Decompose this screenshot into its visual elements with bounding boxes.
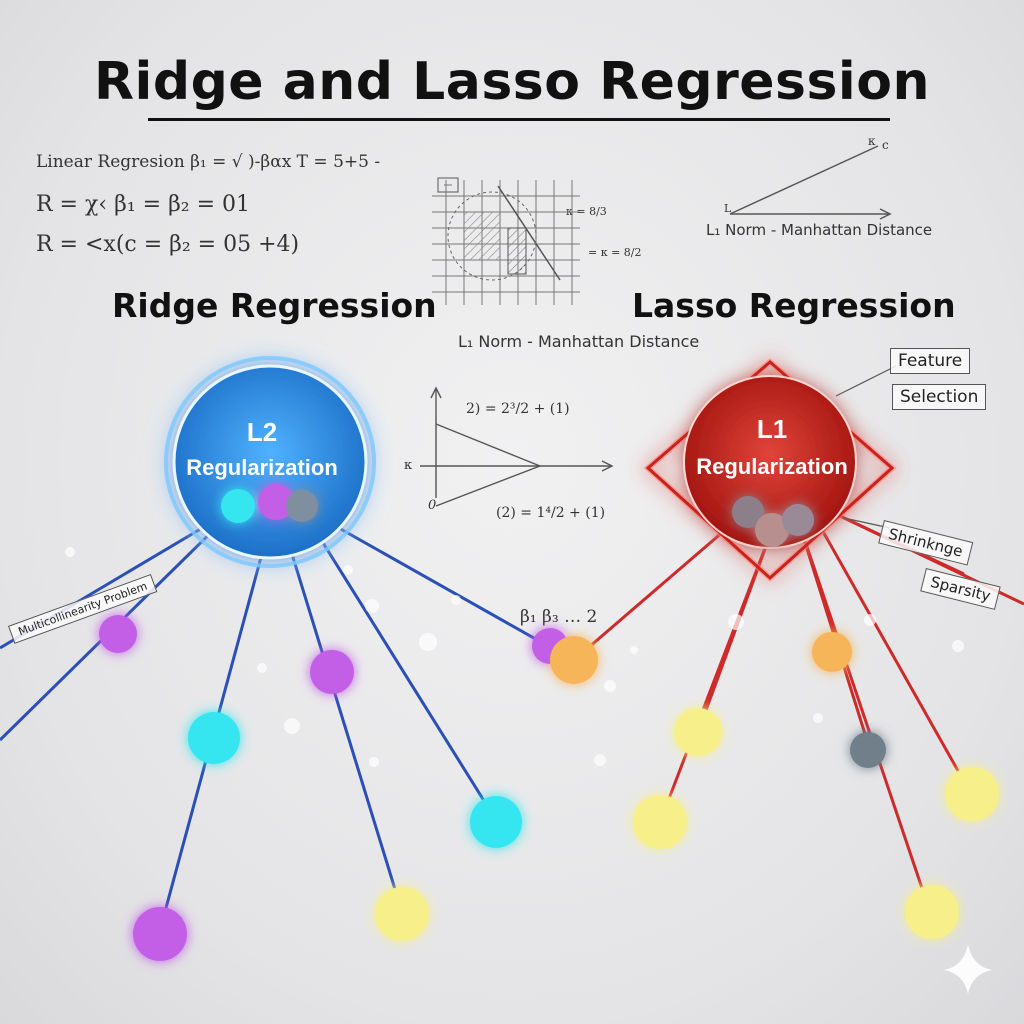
endpoint-dots: [99, 615, 999, 961]
grid-eq-bottom: = κ = 8/2: [588, 246, 642, 259]
grid-sketch: [432, 177, 580, 305]
plot-eq-bottom: (2) = 1⁴/2 + (1): [496, 505, 606, 521]
grid-eq-top: κ = 8/3: [566, 205, 607, 218]
ridge-heading: Ridge Regression: [112, 286, 437, 325]
plot-axis-origin: 0: [428, 498, 437, 513]
l1-node: [643, 358, 897, 583]
bokeh-particles: [65, 547, 964, 767]
page-title: Ridge and Lasso Regression: [94, 52, 930, 112]
l1-node-label-2: Regularization: [696, 454, 848, 479]
l2-node-label-2: Regularization: [186, 455, 338, 480]
l2-node-label-1: L2: [247, 417, 277, 447]
formula-ridge-2: R = <x(c = β₂ = 05 +4): [36, 232, 300, 257]
top-right-start-label: L: [724, 202, 732, 215]
lasso-lines: [573, 510, 1024, 913]
feature-tag: Feature: [890, 348, 971, 374]
top-right-end-label-2: c: [882, 138, 889, 152]
sparkle-icon: [944, 944, 992, 994]
top-right-end-label: κ: [868, 134, 876, 148]
beta-label: β₁ β₃ … 2: [520, 607, 598, 627]
formula-ridge-1: R = χ‹ β₁ = β₂ = 01: [36, 192, 251, 217]
plot-eq-top: 2) = 2³/2 + (1): [466, 401, 570, 417]
top-right-sketch: [729, 145, 892, 220]
title-underline: [148, 118, 890, 121]
selection-tag: Selection: [892, 384, 987, 410]
center-norm-label: L₁ Norm - Manhattan Distance: [458, 332, 700, 351]
lasso-heading: Lasso Regression: [632, 286, 956, 325]
node-feature-dots: [221, 484, 814, 547]
center-plot: [420, 386, 614, 507]
top-right-norm-label: L₁ Norm - Manhattan Distance: [706, 221, 933, 239]
formula-linear-regression: Linear Regresion β₁ = √ )-βαx T = 5+5 -: [36, 152, 381, 172]
l1-node-label-1: L1: [757, 414, 787, 444]
plot-axis-x-label: κ: [404, 458, 413, 473]
